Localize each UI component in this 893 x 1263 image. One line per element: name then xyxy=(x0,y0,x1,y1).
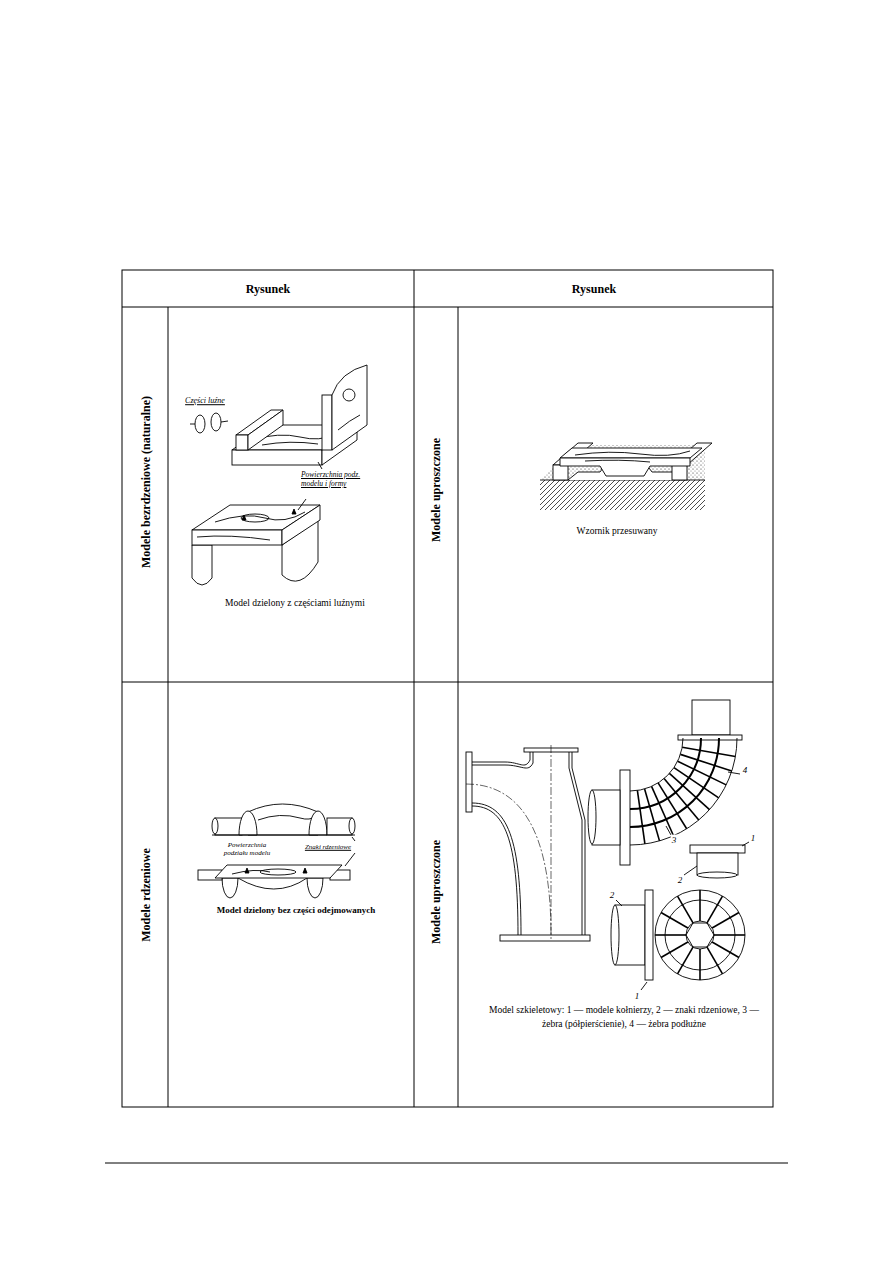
footer-rule xyxy=(105,1163,788,1164)
rib xyxy=(637,790,645,843)
callout-number: 2 xyxy=(609,890,616,901)
rib xyxy=(707,896,723,923)
rib xyxy=(707,947,723,974)
callout-number: 3 xyxy=(671,835,678,846)
row-label: Modele bezrdzeniowe (naturalne) xyxy=(139,395,153,569)
figure-caption: Model szkieletowy: 1 — modele kołnierzy,… xyxy=(478,1003,770,1032)
figure-caption: Model dzielony z częściami luźnymi xyxy=(224,598,366,609)
rib xyxy=(678,896,694,923)
row-label: Modele uproszczone xyxy=(429,437,443,543)
callout-number: 2 xyxy=(677,875,684,886)
rib xyxy=(712,913,739,929)
sliding-template-figure xyxy=(540,443,712,510)
skeleton-pattern-figure xyxy=(466,700,749,990)
rib xyxy=(678,761,727,785)
rib xyxy=(680,754,731,771)
rib xyxy=(652,786,674,835)
table-grid xyxy=(122,270,773,1107)
part-label: Części luźne xyxy=(184,396,226,406)
row-label: Modele rdzeniowe xyxy=(139,847,153,943)
rib xyxy=(714,934,745,936)
rib xyxy=(678,947,694,974)
rib xyxy=(712,942,739,958)
rib xyxy=(664,779,699,820)
callout-number: 1 xyxy=(750,833,757,844)
callout-number: 4 xyxy=(742,765,749,776)
row-label: Modele uproszczone xyxy=(429,839,443,945)
rib xyxy=(661,942,688,958)
core-pattern-figure xyxy=(198,804,355,898)
rib xyxy=(658,783,687,829)
part-label: Powierzchnia podziału modelu xyxy=(217,841,277,858)
callout-number: 1 xyxy=(634,991,641,1002)
column-header: Rysunek xyxy=(245,282,291,296)
figure-caption: Wzornik przesuwany xyxy=(576,526,659,537)
column-header: Rysunek xyxy=(571,282,617,296)
rib xyxy=(661,913,688,929)
rib xyxy=(699,949,701,980)
part-label: Znaki rdzeniowe xyxy=(304,843,352,851)
rib xyxy=(699,890,701,921)
figure-caption: Model dzielony bez części odejmowanych xyxy=(216,905,376,916)
rib xyxy=(645,789,660,841)
rib xyxy=(655,934,686,936)
part-label: Powierzchnia podz. modelu i formy xyxy=(300,470,382,488)
rib xyxy=(682,747,735,756)
